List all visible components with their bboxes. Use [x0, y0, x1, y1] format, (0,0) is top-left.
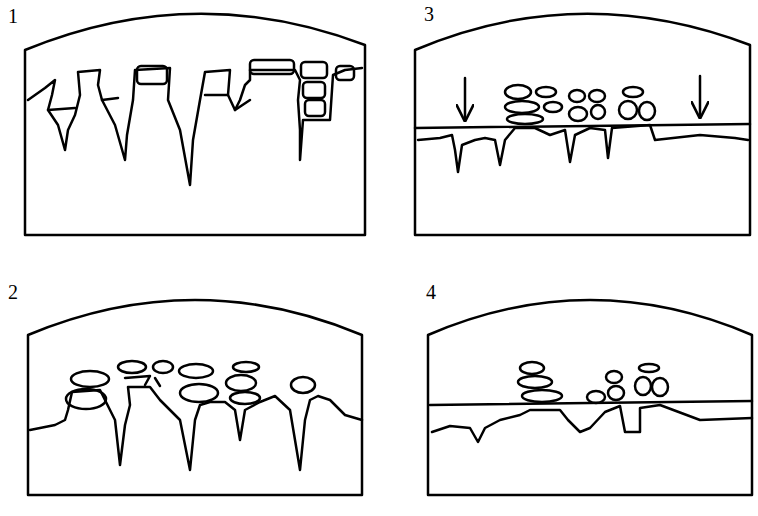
capstone: [591, 105, 605, 119]
capstone: [66, 389, 106, 409]
capstone: [623, 87, 643, 97]
capstone: [118, 361, 146, 373]
capstone: [301, 62, 327, 78]
panel-number: 4: [426, 282, 436, 302]
down-arrow: [699, 76, 702, 117]
rock-outline: [125, 376, 160, 386]
capstone: [522, 390, 562, 402]
capstone: [305, 100, 325, 116]
capstone: [587, 391, 605, 403]
capstone: [179, 364, 213, 378]
capstone: [569, 107, 587, 121]
capstone: [230, 392, 260, 404]
capstone: [544, 102, 562, 112]
capstone: [608, 386, 624, 400]
panel-frame: [428, 300, 752, 495]
capstone: [518, 376, 552, 388]
capstone: [639, 102, 655, 120]
down-arrow: [464, 78, 467, 120]
capstone: [652, 378, 668, 396]
rock-outline: [30, 387, 362, 470]
panel-frame: [25, 14, 365, 235]
capstone: [589, 90, 605, 102]
rock-outline: [432, 405, 752, 442]
rock-outline: [28, 68, 362, 185]
capstone: [137, 66, 167, 84]
capstone: [520, 362, 544, 374]
capstone: [180, 384, 218, 402]
capstone: [536, 87, 556, 97]
capstone: [606, 371, 622, 383]
capstone: [250, 60, 294, 74]
panel-number: 1: [8, 6, 18, 26]
capstone: [505, 101, 539, 113]
rock-ledge: [48, 95, 250, 110]
capstone: [635, 377, 651, 395]
capstone: [336, 66, 354, 80]
panel-number: 2: [8, 282, 18, 302]
capstone: [226, 375, 256, 391]
capstone: [569, 90, 585, 102]
panel-number: 3: [424, 4, 434, 24]
capstone: [619, 101, 637, 119]
capstone: [639, 364, 659, 372]
capstone: [153, 361, 173, 373]
rock-outline: [418, 125, 748, 172]
capstone: [71, 371, 109, 387]
water-level: [415, 124, 750, 128]
panel-frame: [415, 14, 750, 235]
capstone: [233, 362, 259, 372]
capstone: [291, 377, 315, 393]
capstone: [505, 85, 531, 99]
capstone: [303, 82, 325, 98]
panel-frame: [28, 300, 362, 495]
capstone: [507, 114, 543, 124]
